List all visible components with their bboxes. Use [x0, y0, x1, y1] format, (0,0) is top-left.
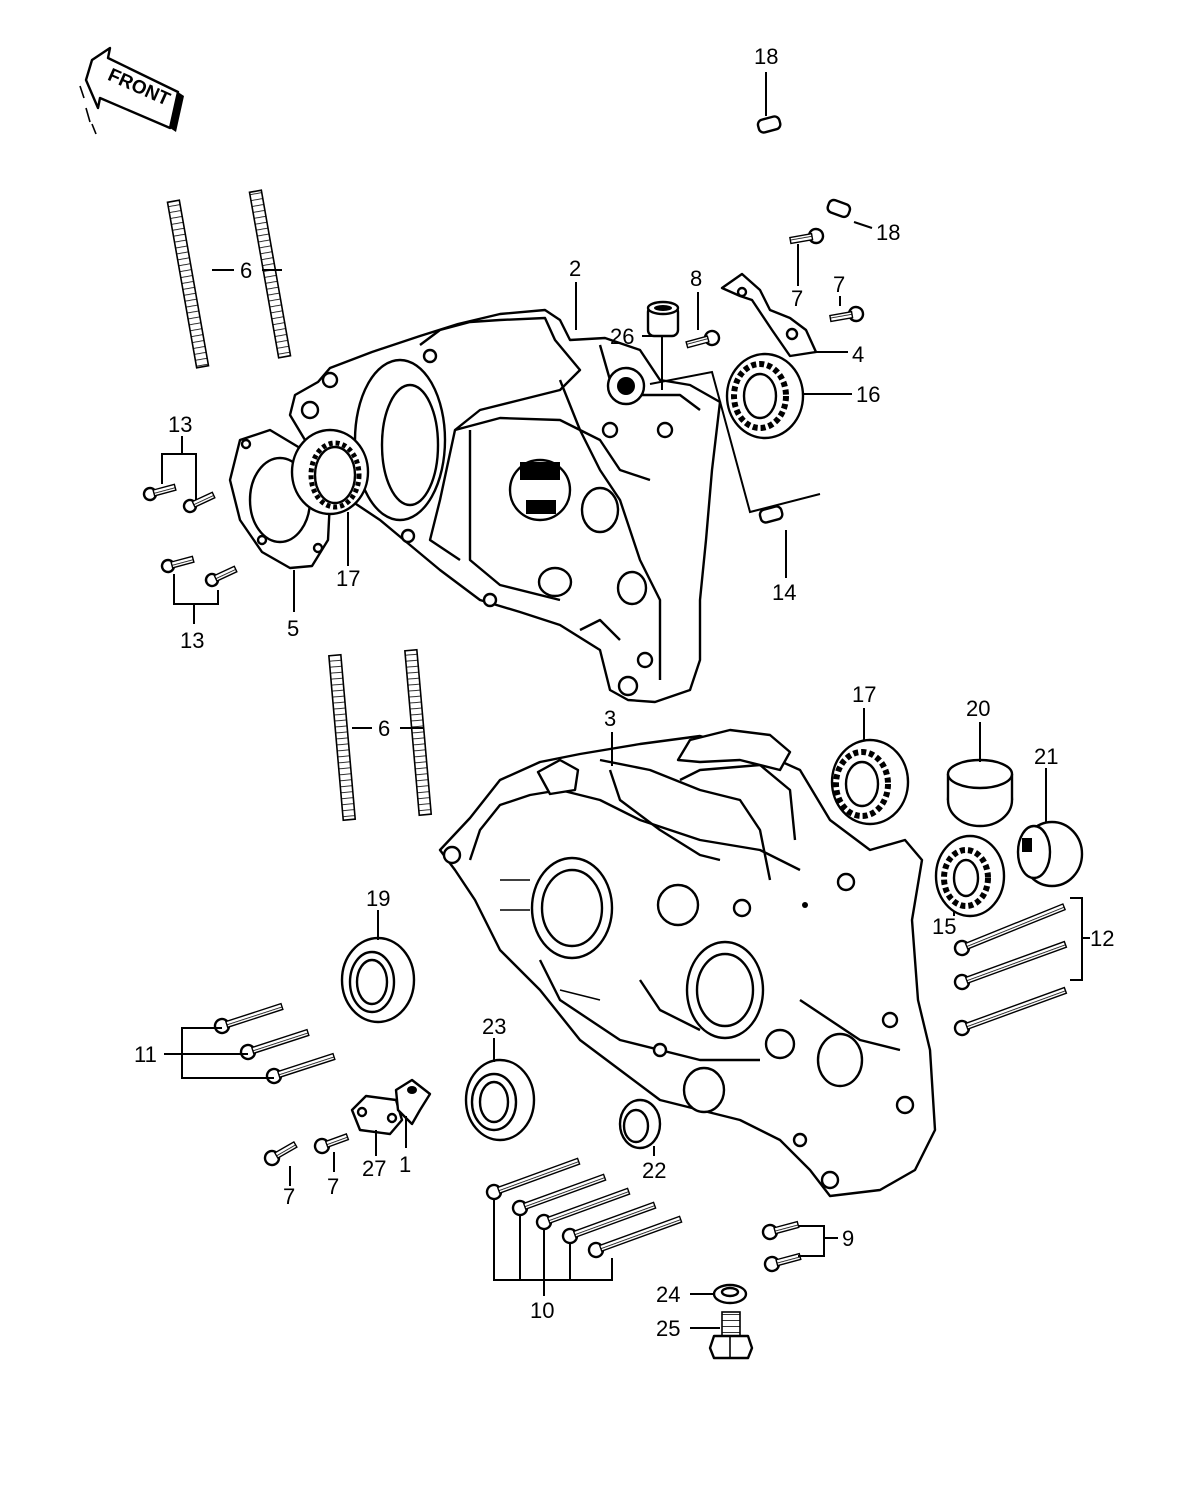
- stud-bolts-lower: [328, 648, 433, 822]
- bearing-17-lower: [830, 738, 910, 826]
- drain-plug-25: [708, 1311, 754, 1360]
- crankcase-left-half: [288, 308, 722, 704]
- crankcase-right-half: [438, 728, 937, 1198]
- callout-2: 2: [569, 256, 581, 281]
- callout-17-lower: 17: [852, 682, 876, 707]
- collar-20: [946, 758, 1014, 828]
- screws-9: [761, 1220, 802, 1273]
- callout-25: 25: [656, 1316, 680, 1341]
- cable-guide-plate: [350, 1094, 404, 1136]
- oil-seal-22: [618, 1098, 662, 1150]
- callout-5: 5: [287, 616, 299, 641]
- callout-12: 12: [1090, 926, 1114, 951]
- callout-8: 8: [690, 266, 702, 291]
- callout-20: 20: [966, 696, 990, 721]
- callout-18-upper: 18: [754, 44, 778, 69]
- oil-seal-19: [340, 936, 416, 1024]
- callout-7-d: 7: [327, 1174, 339, 1199]
- bearing-16: [725, 352, 805, 440]
- screws-7-upper: [789, 227, 865, 323]
- callout-13-upper: 13: [168, 412, 192, 437]
- bearing-15: [934, 834, 1006, 918]
- sleeve-21: [1016, 820, 1084, 888]
- callout-16: 16: [856, 382, 880, 407]
- callout-6-upper: 6: [240, 258, 252, 283]
- callout-7-c: 7: [283, 1184, 295, 1209]
- callout-27: 27: [362, 1156, 386, 1181]
- screws-7-lower: [263, 1133, 350, 1167]
- stud-bolts-upper: [166, 189, 292, 369]
- callout-18-lower: 18: [876, 220, 900, 245]
- oil-seal-23: [464, 1058, 536, 1142]
- bolts-10: [485, 1157, 683, 1259]
- callout-14: 14: [772, 580, 796, 605]
- screws-13: [142, 483, 238, 588]
- callout-21: 21: [1034, 744, 1058, 769]
- plug-cap: [646, 300, 680, 338]
- front-arrow-icon: FRONT: [79, 46, 184, 135]
- callout-6-lower: 6: [378, 716, 390, 741]
- callout-3: 3: [604, 706, 616, 731]
- dowel-pins: [756, 115, 852, 524]
- callout-13-lower: 13: [180, 628, 204, 653]
- callout-4: 4: [852, 342, 864, 367]
- callout-10: 10: [530, 1298, 554, 1323]
- callout-26: 26: [610, 324, 634, 349]
- bracket-plate: [720, 272, 818, 358]
- callout-19: 19: [366, 886, 390, 911]
- callout-23: 23: [482, 1014, 506, 1039]
- callout-11: 11: [134, 1042, 157, 1067]
- leader-lines: [161, 72, 1090, 1329]
- callout-7-b: 7: [833, 272, 845, 297]
- callout-22: 22: [642, 1158, 666, 1183]
- main-bearing-left: [290, 428, 370, 516]
- callout-17-upper: 17: [336, 566, 360, 591]
- bolts-12: [953, 903, 1068, 1037]
- callout-9: 9: [842, 1226, 854, 1251]
- bolts-11: [213, 1002, 336, 1085]
- cable-clamp: [394, 1078, 432, 1126]
- callout-24: 24: [656, 1282, 680, 1307]
- callout-15: 15: [932, 914, 956, 939]
- washer-24: [712, 1283, 748, 1305]
- callout-numbers: 1 2 3 4 5 6 6 7 7 7 7 8 9 10 11 12 13 13…: [134, 44, 1114, 1341]
- callout-1: 1: [399, 1152, 411, 1177]
- callout-7-a: 7: [791, 286, 803, 311]
- screw-8: [685, 329, 721, 349]
